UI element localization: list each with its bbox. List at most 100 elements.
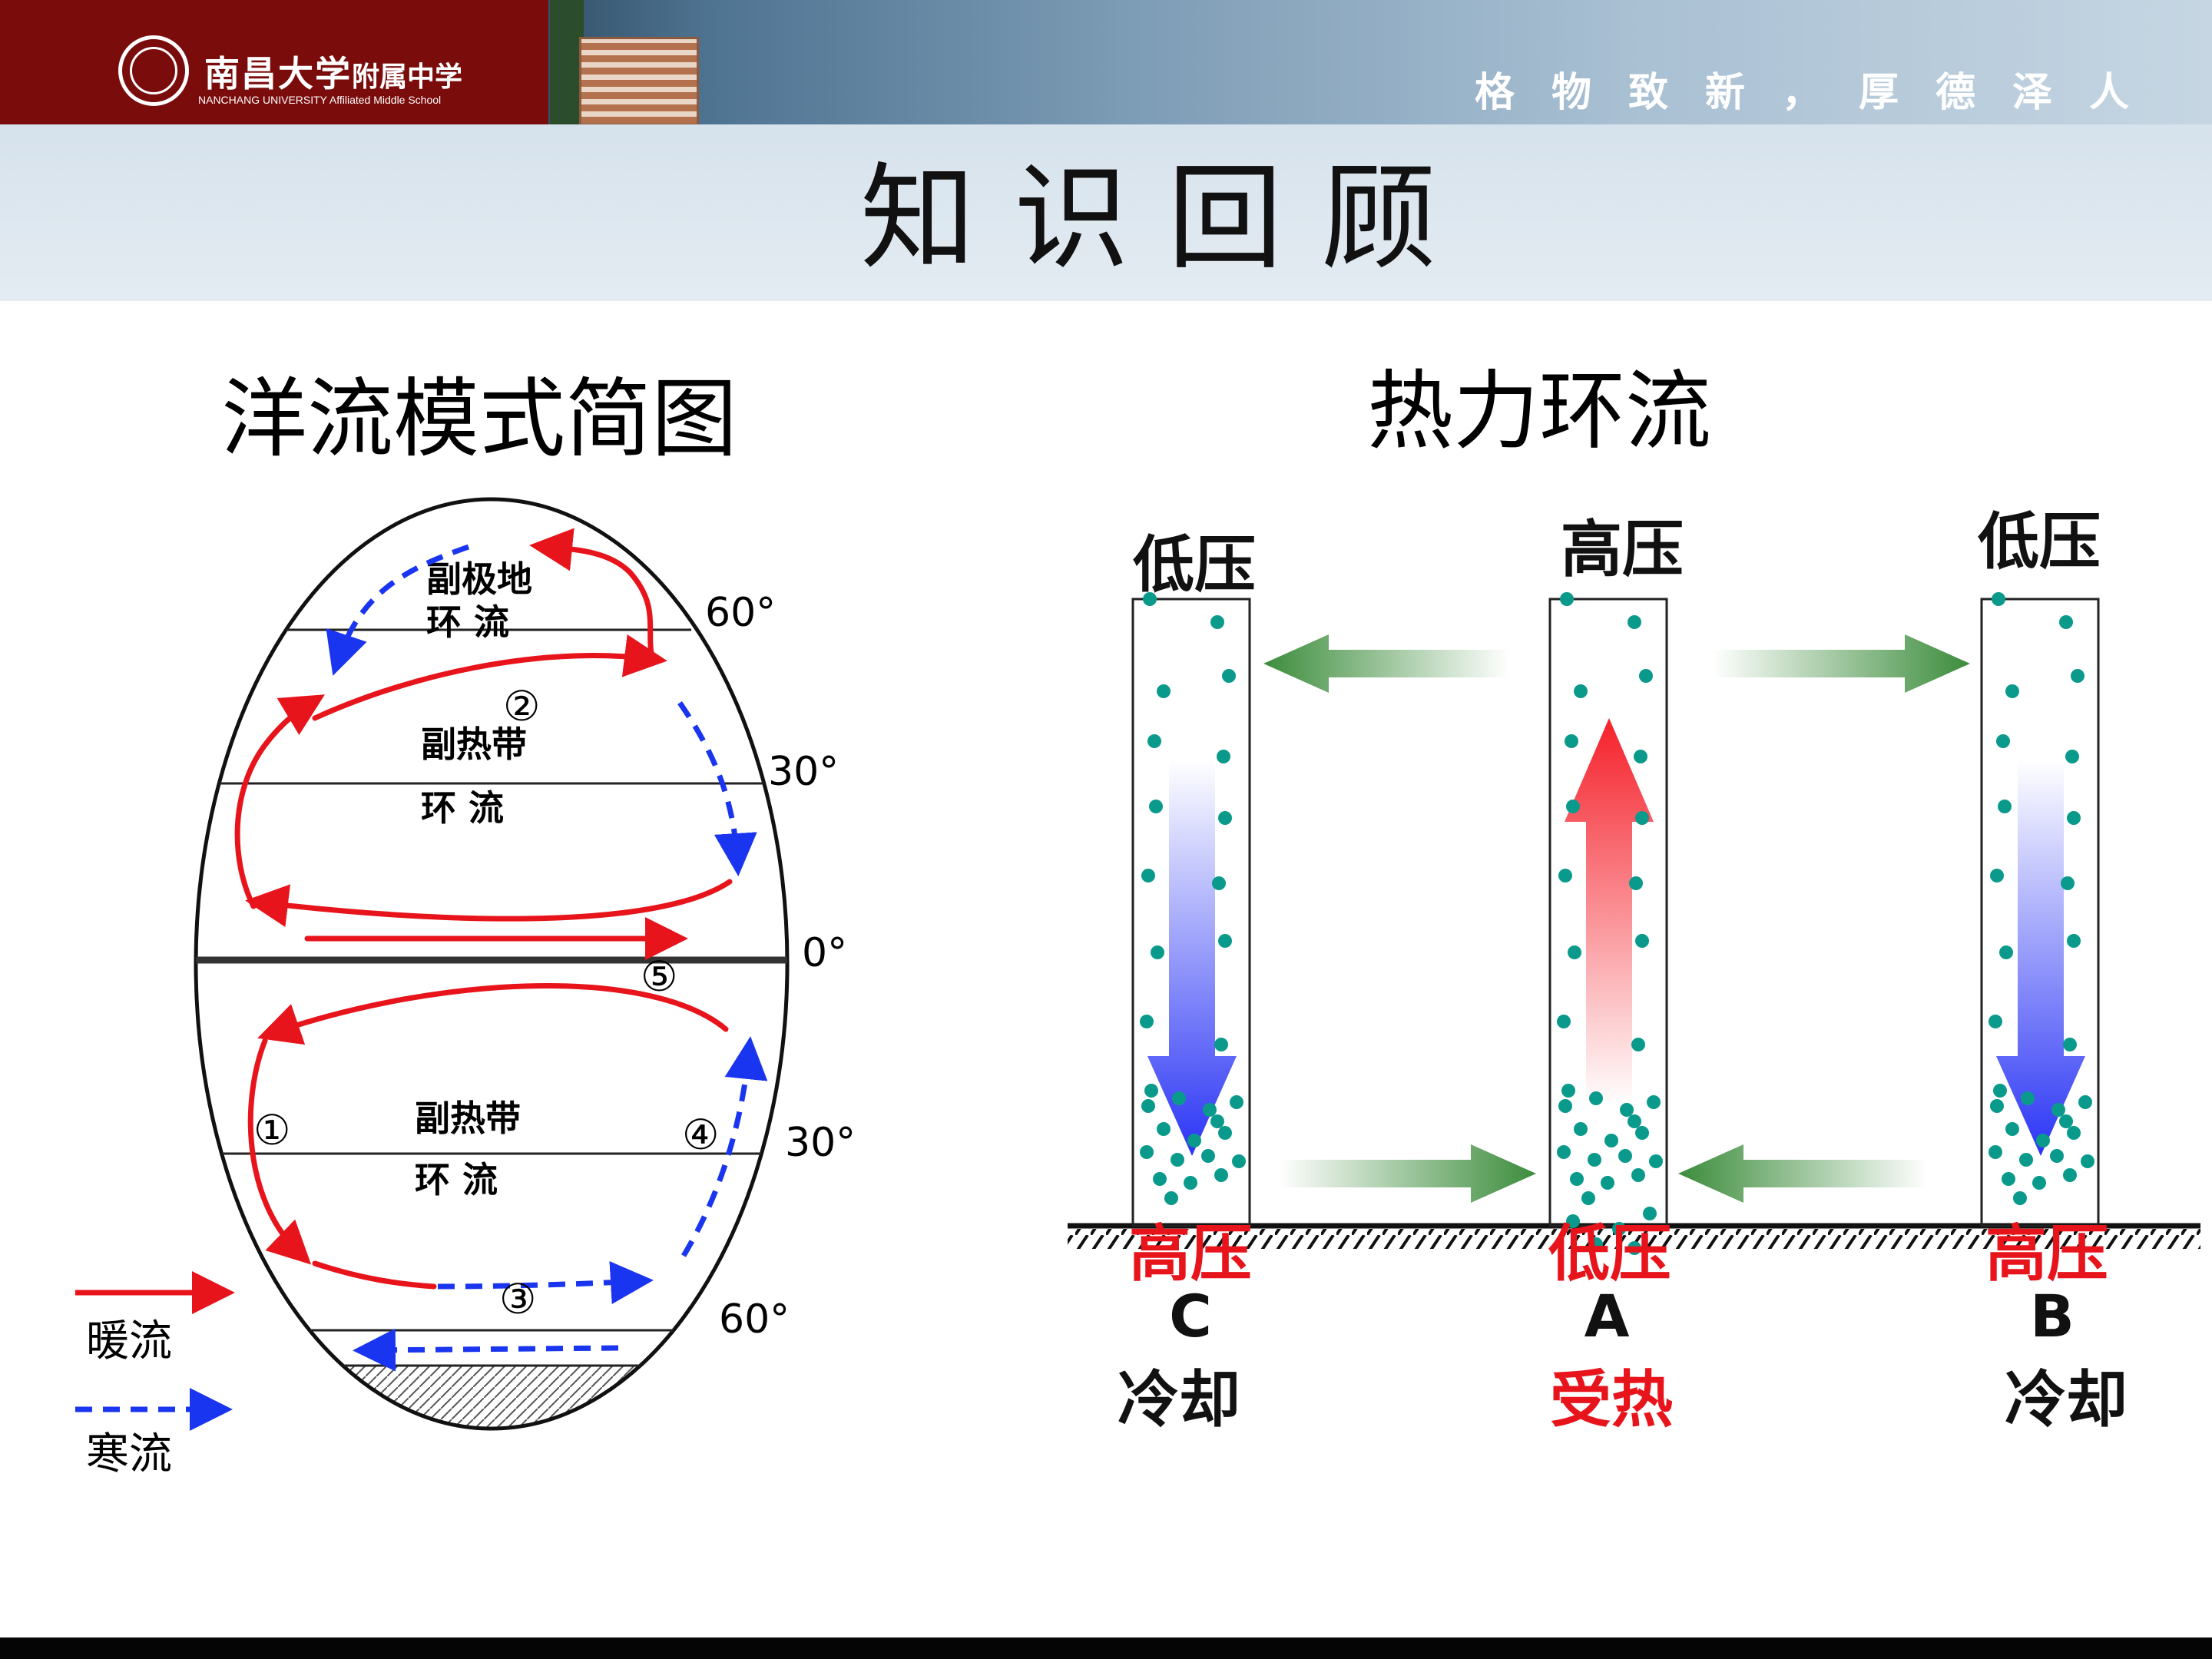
air-molecule-dot (1635, 811, 1649, 825)
air-molecule-dot (2059, 615, 2073, 629)
air-molecule-dot (2050, 1149, 2064, 1163)
air-molecule-dot (2065, 750, 2079, 763)
air-molecule-dot (1604, 1134, 1618, 1147)
air-molecule-dot (1210, 1114, 1224, 1128)
air-molecule-dot (1558, 869, 1572, 882)
air-molecule-dot (1557, 1145, 1571, 1159)
marker-4: ④ (682, 1111, 719, 1159)
air-molecule-dot (1218, 811, 1232, 825)
latitude-label-n60: 60° (705, 590, 776, 636)
air-molecule-dot (1172, 1091, 1186, 1105)
zone-label-subpolar-2: 环 流 (426, 601, 509, 643)
column-c-bottom-pressure: 高压 (1129, 1218, 1252, 1290)
rising-air-arrow-a (1565, 718, 1654, 1106)
air-molecule-dot (2051, 1103, 2065, 1117)
zone-label-subtropical-n-2: 环 流 (421, 787, 504, 829)
air-molecule-dot (1144, 1084, 1158, 1098)
air-molecule-dot (1639, 669, 1653, 683)
air-molecule-dot (1628, 615, 1641, 629)
air-molecule-dot (1990, 1099, 2004, 1113)
air-molecule-dot (1557, 1015, 1571, 1028)
air-molecule-dot (2002, 1172, 2015, 1186)
air-molecule-dot (1566, 1214, 1580, 1228)
air-molecule-dot (1565, 734, 1578, 748)
air-molecule-dot (1141, 1099, 1155, 1113)
air-molecule-dot (2032, 1176, 2046, 1190)
air-molecule-dot (2063, 1168, 2077, 1182)
air-molecule-dot (2013, 1191, 2027, 1205)
air-molecule-dot (1201, 1149, 1215, 1163)
latitude-label-s60: 60° (719, 1296, 790, 1343)
sinking-air-arrow-c (1147, 760, 1237, 1156)
upper-flow-arrow-right (1713, 634, 1970, 693)
air-molecule-dot (1643, 1207, 1657, 1220)
school-motto: 格物致新，厚德泽人 (1475, 69, 2167, 116)
air-molecule-dot (1629, 876, 1643, 890)
air-molecule-dot (1212, 876, 1226, 890)
air-molecule-dot (1203, 1103, 1217, 1117)
air-column-c (1131, 598, 1251, 1227)
air-molecule-dot (1561, 1084, 1575, 1098)
air-molecule-dot (1153, 1172, 1167, 1186)
air-molecule-dot (1988, 1145, 2002, 1159)
legend-cold-label: 寒流 (86, 1429, 172, 1479)
warm-current-south-equatorial (257, 983, 729, 1045)
title-band (0, 124, 2212, 301)
air-molecule-dot (1214, 1038, 1228, 1051)
air-molecule-dot (1217, 750, 1230, 763)
air-molecule-dot (1566, 800, 1580, 813)
air-molecule-dot (1988, 1015, 2002, 1028)
air-molecule-dot (1589, 1237, 1603, 1251)
marker-2: ② (503, 682, 540, 730)
air-molecule-dot (1649, 1154, 1663, 1168)
air-molecule-dot (1993, 1084, 2007, 1098)
air-molecule-dot (1222, 669, 1236, 683)
air-molecule-dot (2005, 1122, 2019, 1136)
air-column-a (1548, 598, 1668, 1227)
surface-flow-arrow-c-to-a (1279, 1144, 1536, 1203)
column-a-bottom-pressure: 低压 (1548, 1218, 1671, 1290)
air-molecule-dot (1589, 1091, 1603, 1105)
air-molecule-dot (1601, 1176, 1614, 1190)
air-molecule-dot (1210, 615, 1224, 629)
air-molecule-dot (2067, 811, 2081, 825)
zone-label-subtropical-s: 副热带 (415, 1098, 521, 1139)
air-column-b (1980, 598, 2100, 1227)
air-molecule-dot (2021, 1091, 2035, 1105)
cold-current-subpolar-west (326, 544, 470, 676)
school-logo-block: 南昌大学附属中学 NANCHANG UNIVERSITY Affiliated … (0, 0, 548, 124)
warm-current-north-west-boundary (234, 694, 326, 909)
header-banner: 南昌大学附属中学 NANCHANG UNIVERSITY Affiliated … (0, 0, 2212, 126)
air-molecule-dot (2063, 1038, 2077, 1051)
cold-current-antarctic (353, 1328, 619, 1372)
zone-label-subtropical-n: 副热带 (421, 724, 527, 765)
latitude-label-s30: 30° (785, 1120, 856, 1166)
cold-current-north-east-boundary (677, 701, 757, 876)
air-molecule-dot (1149, 800, 1163, 813)
air-molecule-dot (1560, 592, 1574, 606)
thermal-circulation-subtitle: 热力环流 (1367, 362, 1711, 462)
school-seal-icon (118, 35, 189, 106)
air-molecule-dot (1631, 1038, 1645, 1051)
column-b-letter: B (2030, 1282, 2075, 1350)
slide-title: 知识回顾 (860, 152, 1475, 286)
latitude-label-eq: 0° (802, 930, 847, 976)
column-a-top-pressure: 高压 (1561, 514, 1684, 585)
warm-current-south-east (312, 1260, 437, 1290)
air-molecule-dot (1214, 1168, 1228, 1182)
air-molecule-dot (1570, 1172, 1584, 1186)
air-molecule-dot (2059, 1114, 2073, 1128)
air-molecule-dot (1996, 734, 2010, 748)
air-molecule-dots (1140, 592, 2094, 1255)
column-c-top-pressure: 低压 (1133, 529, 1256, 601)
air-molecule-dot (1218, 934, 1232, 948)
warm-current-south-west-boundary (247, 1038, 312, 1265)
zone-label-subtropical-s-2: 环 流 (415, 1159, 498, 1200)
cold-current-west-wind-drift (437, 1261, 654, 1304)
air-molecule-dot (1628, 1114, 1641, 1128)
air-molecule-dot (1574, 1122, 1588, 1136)
air-molecule-dot (1140, 1145, 1154, 1159)
ocean-current-subtitle: 洋流模式简图 (221, 369, 737, 469)
